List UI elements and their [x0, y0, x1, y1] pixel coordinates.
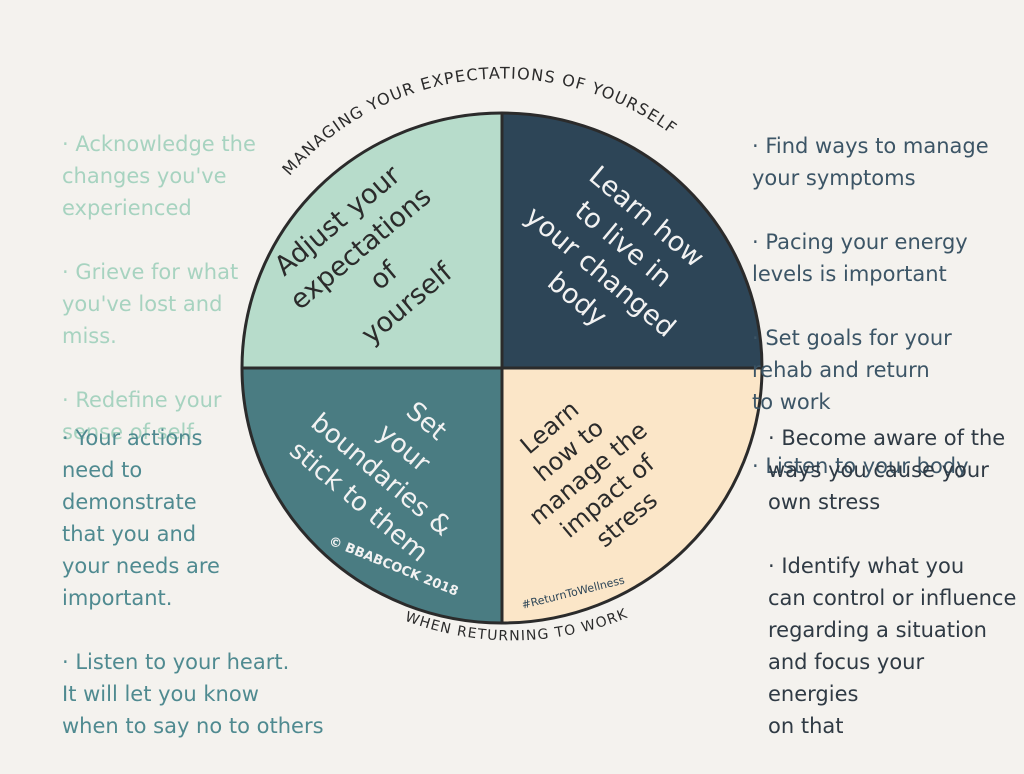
notes-bottom-right: · Become aware of the ways you cause you…	[768, 390, 1018, 774]
notes-bottom-left: · Your actions need to demonstrate that …	[62, 390, 392, 774]
notes-top-left: · Acknowledge the changes you've experie…	[62, 96, 302, 480]
note-item: · Listen to your heart. It will let you …	[62, 650, 324, 738]
note-item: · Set goals for your rehab and return to…	[752, 326, 952, 414]
note-item: · Grieve for what you've lost and miss.	[62, 260, 239, 348]
note-item: · Redefine your sense of self	[62, 388, 222, 444]
note-item: · Identify what you can control or influ…	[768, 554, 1017, 738]
quadrant-label-bottom-right: Learn how to manage the impact of stress	[515, 395, 663, 553]
quadrant-top-left	[242, 113, 502, 368]
note-item: · Your actions need to demonstrate that …	[62, 426, 220, 610]
note-item: · Find ways to manage your symptoms	[752, 134, 989, 190]
notes-top-right: · Find ways to manage your symptoms · Pa…	[752, 98, 1012, 514]
quadrant-bottom-right	[502, 368, 762, 623]
note-item: · Pacing your energy levels is important	[752, 230, 968, 286]
note-item: · Acknowledge the changes you've experie…	[62, 132, 256, 220]
note-item: · Listen to your body	[752, 454, 969, 478]
quadrant-top-right	[502, 113, 762, 368]
quadrant-bottom-left	[242, 368, 502, 623]
note-item: · Become aware of the ways you cause you…	[768, 426, 1006, 514]
